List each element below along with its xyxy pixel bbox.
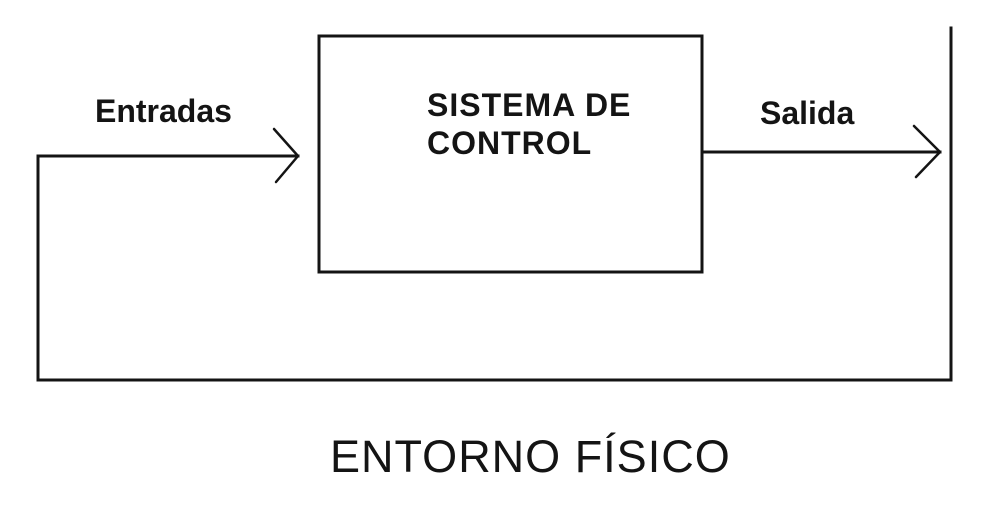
output-arrow-label: Salida: [760, 95, 854, 131]
environment-title: ENTORNO FÍSICO: [330, 431, 731, 482]
feedback-loop-line: [36, 26, 953, 382]
box-label-line2: CONTROL: [427, 125, 592, 161]
control-system-box: [317, 34, 704, 274]
output-arrowhead-icon: [912, 124, 942, 179]
box-label-line1: SISTEMA DE: [427, 87, 631, 123]
input-arrow-label: Entradas: [95, 93, 232, 129]
input-arrowhead-icon: [272, 127, 300, 184]
